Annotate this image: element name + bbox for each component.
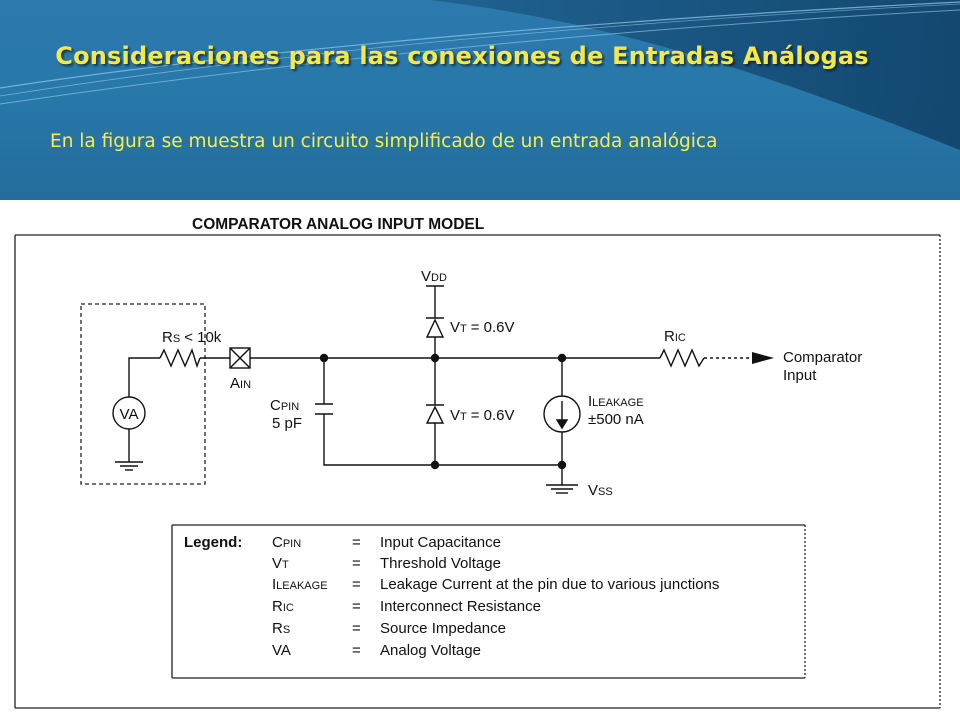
comparator-label-line2: Input bbox=[783, 367, 817, 384]
legend-description: Threshold Voltage bbox=[380, 555, 501, 572]
source-dashed-box bbox=[80, 303, 206, 485]
comparator-input-arrow-icon bbox=[752, 352, 774, 364]
upper-diode-symbol bbox=[425, 317, 445, 338]
legend-equals: = bbox=[352, 642, 361, 659]
figure-frame bbox=[14, 234, 941, 709]
figure-title: COMPARATOR ANALOG INPUT MODEL bbox=[192, 216, 484, 233]
legend-row: VT = Threshold Voltage bbox=[272, 555, 501, 572]
vss-ground-icon bbox=[546, 484, 578, 494]
legend-equals: = bbox=[352, 598, 361, 615]
cpin-label: CPIN bbox=[270, 397, 299, 414]
cpin-value: 5 pF bbox=[272, 415, 302, 432]
va-voltage-source-symbol bbox=[112, 396, 146, 430]
vdd-label: VDD bbox=[421, 268, 447, 285]
ain-label: AIN bbox=[230, 375, 251, 392]
legend-symbol: RIC bbox=[272, 598, 294, 615]
legend-row: RS = Source Impedance bbox=[272, 620, 506, 637]
legend-equals: = bbox=[352, 576, 361, 593]
legend-equals: = bbox=[352, 620, 361, 637]
slide-header: Consideraciones para las conexiones de E… bbox=[0, 0, 960, 200]
legend-equals: = bbox=[352, 555, 361, 572]
legend-description: Leakage Current at the pin due to variou… bbox=[380, 576, 719, 593]
ric-label: RIC bbox=[664, 328, 686, 345]
vss-label: VSS bbox=[588, 482, 613, 499]
legend-row: RIC = Interconnect Resistance bbox=[272, 598, 541, 615]
slide-title: Consideraciones para las conexiones de E… bbox=[55, 42, 869, 70]
legend-heading: Legend: bbox=[184, 534, 242, 551]
legend-row: VA = Analog Voltage bbox=[272, 642, 481, 659]
legend-description: Source Impedance bbox=[380, 620, 506, 637]
legend-row: ILEAKAGE = Leakage Current at the pin du… bbox=[272, 576, 719, 593]
comparator-figure: COMPARATOR ANALOG INPUT MODEL bbox=[14, 216, 941, 709]
va-label: VA bbox=[120, 406, 139, 423]
circuit-wires bbox=[128, 286, 752, 485]
slide-subtitle: En la figura se muestra un circuito simp… bbox=[50, 131, 718, 152]
legend-symbol: VT bbox=[272, 555, 289, 572]
junction-dots bbox=[319, 353, 567, 470]
legend-description: Analog Voltage bbox=[380, 642, 481, 659]
legend-equals: = bbox=[352, 534, 361, 551]
ain-pin-symbol bbox=[229, 347, 251, 369]
vt-upper-label: VT= 0.6V bbox=[450, 319, 515, 336]
legend-row: CPIN = Input Capacitance bbox=[272, 534, 501, 551]
rs-resistor-symbol bbox=[159, 348, 201, 369]
legend-description: Interconnect Resistance bbox=[380, 598, 541, 615]
lower-diode-symbol bbox=[425, 404, 445, 424]
ric-resistor-symbol bbox=[659, 348, 705, 368]
legend-symbol: ILEAKAGE bbox=[272, 576, 328, 593]
source-ground-icon bbox=[115, 461, 143, 471]
ileakage-value: ±500 nA bbox=[588, 411, 644, 428]
header-swoosh-decoration bbox=[0, 0, 960, 150]
rs-label: RS< 10k bbox=[162, 329, 222, 346]
legend-box bbox=[171, 524, 806, 679]
legend-description: Input Capacitance bbox=[380, 534, 501, 551]
cpin-capacitor-symbol bbox=[315, 403, 333, 415]
legend-rows: CPIN = Input Capacitance VT = Threshold … bbox=[272, 534, 719, 659]
ileakage-current-source-symbol bbox=[543, 395, 581, 433]
ileakage-label: ILEAKAGE bbox=[588, 393, 644, 410]
legend-symbol: CPIN bbox=[272, 534, 301, 551]
vt-lower-label: VT= 0.6V bbox=[450, 407, 515, 424]
legend-symbol: VA bbox=[272, 642, 291, 659]
comparator-label-line1: Comparator bbox=[783, 349, 862, 366]
legend-symbol: RS bbox=[272, 620, 290, 637]
